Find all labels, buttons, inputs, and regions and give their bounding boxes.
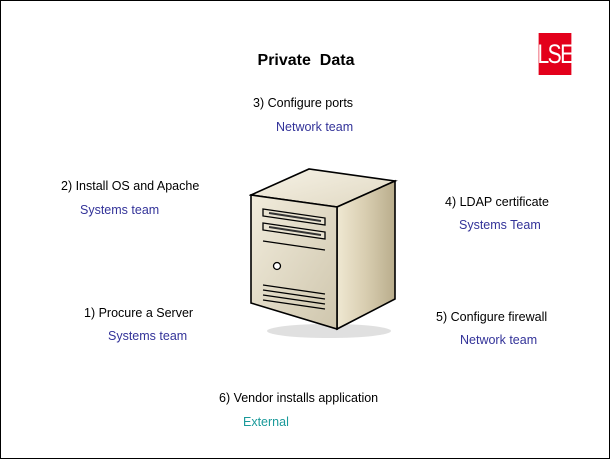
step-6-label: 6) Vendor installs application (219, 391, 379, 405)
step-6-team: External (243, 415, 289, 429)
step-3-team: Network team (276, 120, 354, 134)
step-4-team: Systems Team (459, 218, 541, 232)
step-1-label: 1) Procure a Server (84, 306, 194, 320)
step-2-team: Systems team (80, 203, 160, 217)
server-tower-icon (248, 161, 399, 346)
logo-text: LSE (537, 38, 574, 69)
lse-logo: LSE (537, 33, 574, 75)
step-4-label: 4) LDAP certificate (445, 195, 549, 209)
slide-title: Private Data (257, 52, 355, 69)
step-5-label: 5) Configure firewall (436, 310, 548, 324)
step-5-team: Network team (460, 333, 538, 347)
step-2-label: 2) Install OS and Apache (61, 179, 200, 193)
step-3-label: 3) Configure ports (253, 96, 354, 110)
step-1-team: Systems team (108, 329, 188, 343)
